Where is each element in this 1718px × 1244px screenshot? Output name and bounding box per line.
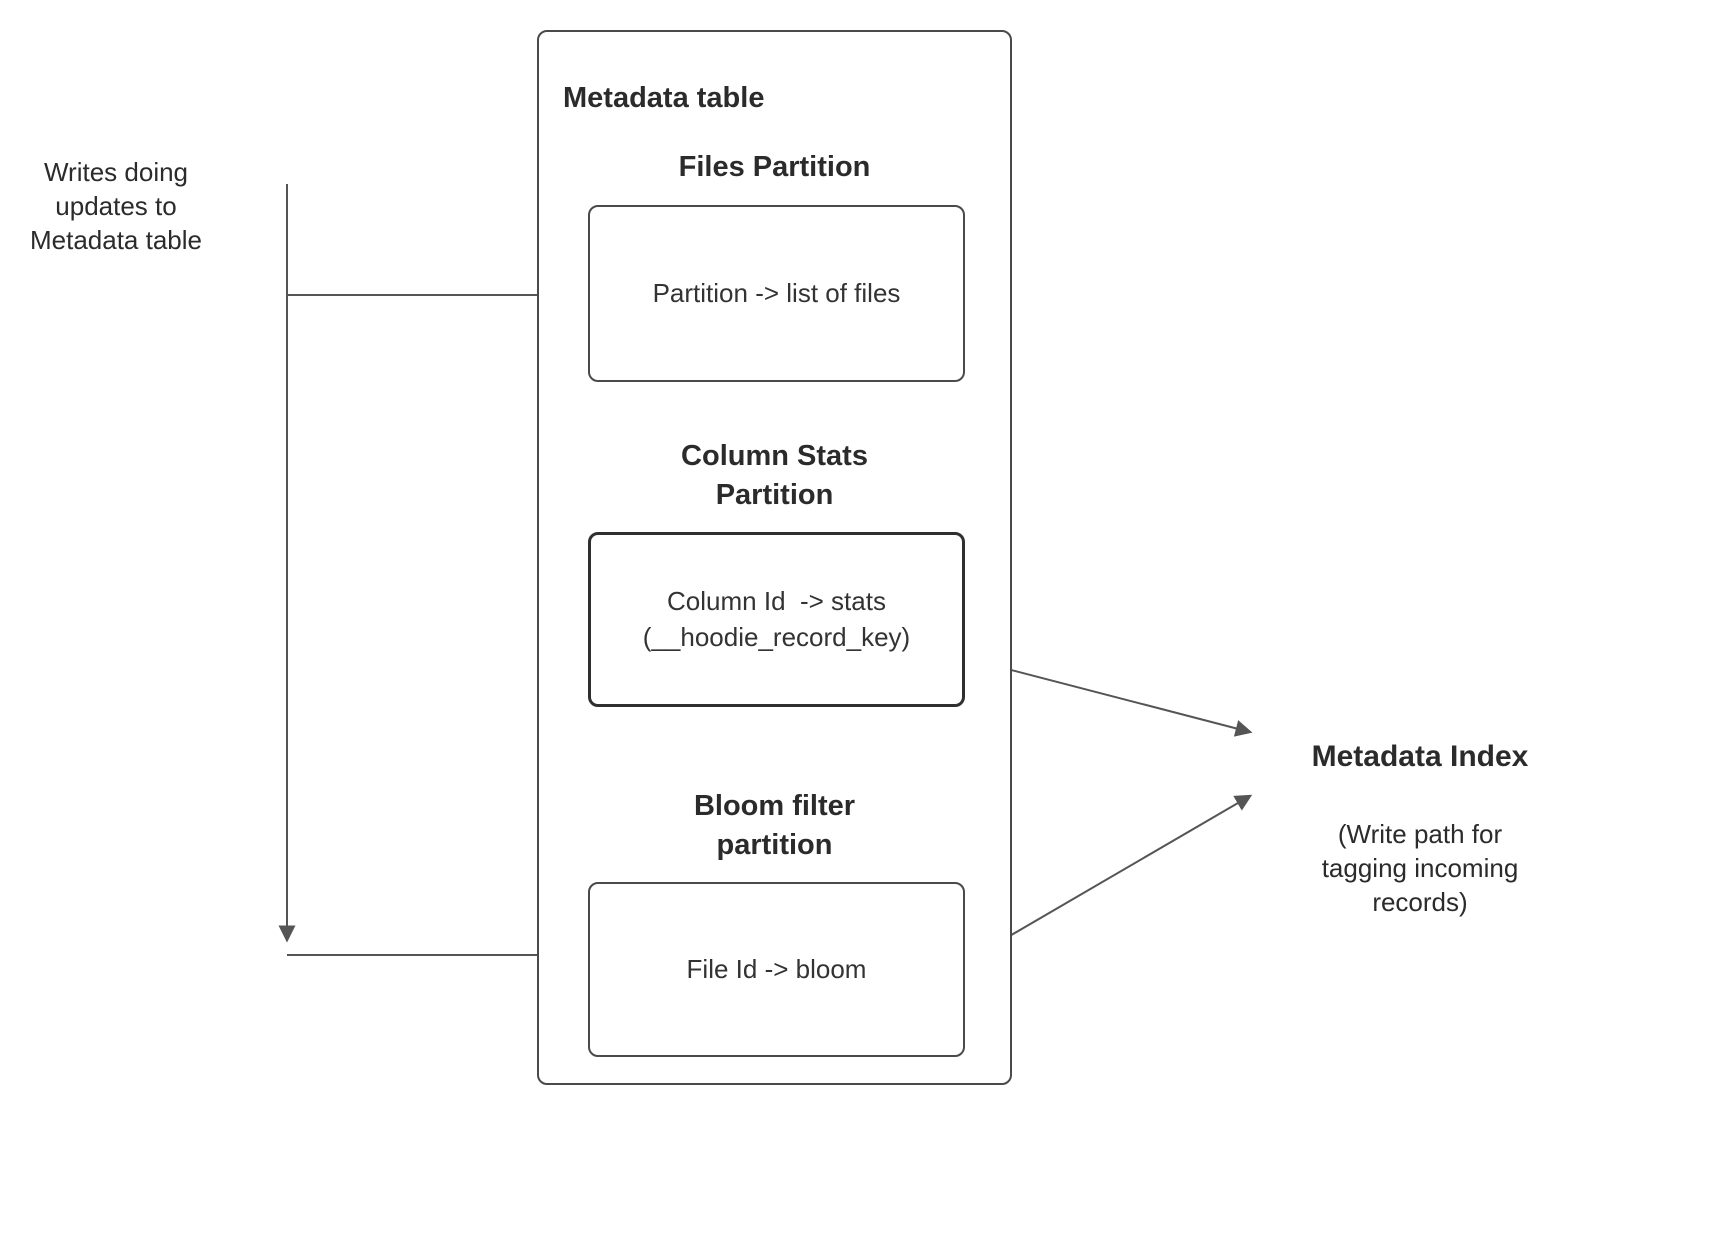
bloom-filter-partition-box: File Id -> bloom <box>588 882 965 1057</box>
column-stats-partition-box: Column Id -> stats (__hoodie_record_key) <box>588 532 965 707</box>
metadata-table-title: Metadata table <box>563 82 765 114</box>
metadata-index-title: Metadata Index <box>1311 740 1529 773</box>
bloom-filter-partition-label: Bloom filter partition <box>693 790 856 862</box>
column-stats-partition-label: Column Stats Partition <box>681 440 868 512</box>
writes-note: Writes doing updates to Metadata table <box>29 157 202 255</box>
files-partition-box: Partition -> list of files <box>588 205 965 382</box>
metadata-index-subtitle: (Write path for tagging incoming records… <box>1321 819 1519 917</box>
files-partition-label: Files Partition <box>678 151 871 183</box>
